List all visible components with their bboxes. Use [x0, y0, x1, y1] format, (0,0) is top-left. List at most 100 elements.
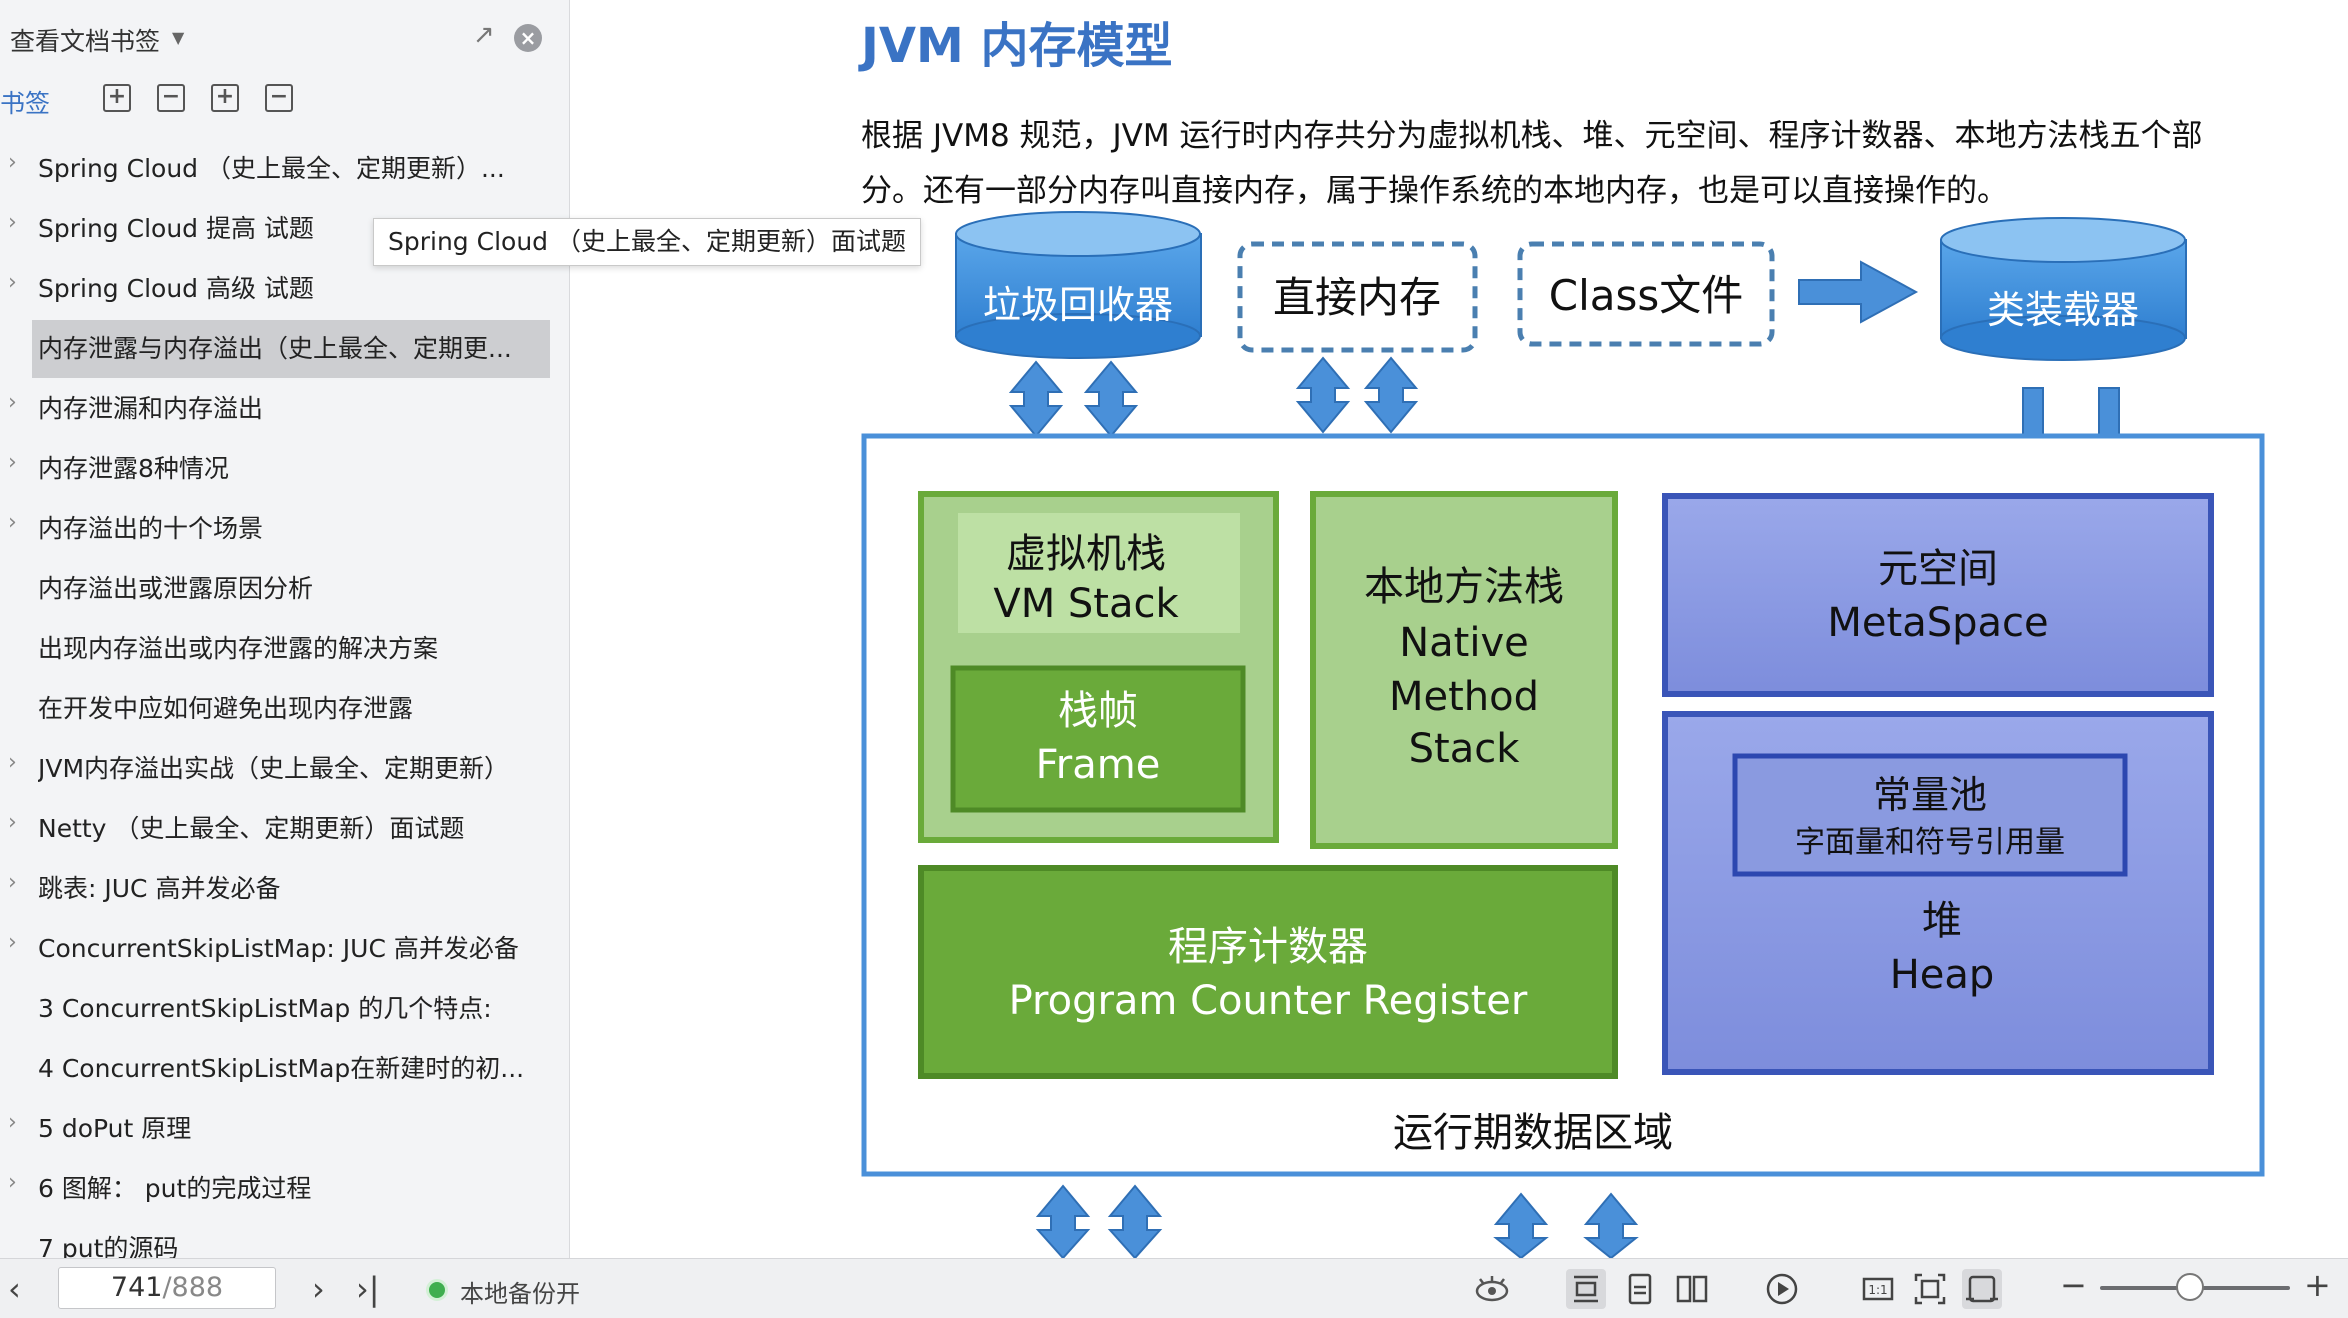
program-counter-box: 程序计数器 Program Counter Register [918, 865, 1618, 1079]
selection-highlight [32, 320, 550, 378]
single-page-view-icon[interactable] [1566, 1269, 1606, 1309]
direct-memory-box: 直接内存 [1237, 241, 1478, 353]
chevron-right-icon[interactable]: › [8, 510, 17, 535]
actual-size-icon[interactable]: 1:1 [1858, 1269, 1898, 1309]
sidebar-title[interactable]: 查看文档书签 [10, 27, 161, 56]
const-pool-cn: 常量池 [1873, 773, 1987, 817]
last-page-icon[interactable]: ›| [356, 1270, 380, 1308]
two-page-view-icon[interactable] [1672, 1269, 1712, 1309]
bookmark-item[interactable]: › JVM内存溢出实战（史上最全、定期更新） [0, 740, 569, 788]
backup-status-label[interactable]: 本地备份开 [460, 1280, 580, 1308]
bookmark-item-label: 7 put的源码 [38, 1234, 179, 1258]
bookmark-item[interactable]: ›ConcurrentSkipListMap: JUC 高并发必备 [0, 920, 569, 968]
zoom-out-button[interactable]: − [2060, 1266, 2087, 1304]
bookmark-item[interactable]: 4 ConcurrentSkipListMap在新建时的初... [0, 1040, 569, 1088]
class-file-box: Class文件 [1517, 241, 1775, 347]
close-icon[interactable]: × [514, 24, 542, 52]
class-file-label: Class文件 [1549, 271, 1744, 320]
chevron-right-icon[interactable]: › [8, 930, 17, 955]
bookmark-item[interactable]: ›Spring Cloud 提高 试题 [0, 200, 569, 248]
pc-cn: 程序计数器 [1168, 924, 1368, 970]
status-bar: ‹ 741/888 › ›| 本地备份开 1:1 − + [0, 1258, 2348, 1318]
chevron-right-icon[interactable]: › [8, 750, 17, 775]
bookmark-item[interactable]: ›内存泄露8种情况 [0, 440, 569, 488]
next-page-icon[interactable]: › [312, 1270, 325, 1308]
bookmark-item-label: 6 图解： put的完成过程 [38, 1174, 312, 1203]
bookmark-item[interactable]: ›内存泄漏和内存溢出 [0, 380, 569, 428]
page-title: JVM 内存模型 [861, 18, 1173, 74]
total-pages: /888 [162, 1272, 224, 1303]
collapse-all-icon[interactable]: − [157, 84, 185, 112]
metaspace-en: MetaSpace [1827, 600, 2048, 646]
fit-width-icon[interactable] [1962, 1269, 2002, 1309]
right-arrow-icon [1798, 260, 1919, 324]
chevron-right-icon[interactable]: › [8, 150, 17, 175]
bookmark-item-label: 5 doPut 原理 [38, 1114, 192, 1143]
bookmark-item[interactable]: 出现内存溢出或内存泄露的解决方案 [0, 620, 569, 668]
bookmark-item[interactable]: 在开发中应如何避免出现内存泄露 [0, 680, 569, 728]
bookmark-sidebar: 查看文档书签 ▼ ↗ × 书签 + − + − ›Spring Cloud （史… [0, 0, 570, 1258]
bookmark-item[interactable]: › 内存溢出的十个场景 [0, 500, 569, 548]
chevron-right-icon[interactable]: › [8, 1170, 17, 1195]
bookmark-item[interactable]: ›Netty （史上最全、定期更新）面试题 [0, 800, 569, 848]
remove-bookmark-icon[interactable]: − [265, 84, 293, 112]
bookmark-item[interactable]: › Spring Cloud 高级 试题 [0, 260, 569, 308]
bookmark-item[interactable]: ›Spring Cloud （史上最全、定期更新）... [0, 140, 569, 188]
heap-box: 常量池 字面量和符号引用量 堆 Heap [1662, 711, 2214, 1075]
continuous-view-icon[interactable] [1620, 1269, 1660, 1309]
paragraph-line: 分。还有一部分内存叫直接内存，属于操作系统的本地内存，也是可以直接操作的。 [861, 173, 2008, 209]
native-en-line: Stack [1409, 726, 1521, 772]
play-icon[interactable] [1762, 1269, 1802, 1309]
eye-protection-icon[interactable] [1472, 1269, 1512, 1309]
jvm-memory-diagram: 垃圾回收器 直接内存 Class文件 类装载器 [861, 211, 2265, 1258]
popout-icon[interactable]: ↗ [473, 20, 495, 50]
page-number-input[interactable]: 741/888 [58, 1267, 276, 1309]
up-down-arrow-icon [1008, 356, 1419, 438]
vm-stack-en: VM Stack [993, 581, 1179, 627]
class-loader-cylinder: 类装载器 [1940, 217, 2187, 361]
up-down-arrow-icon [1035, 1184, 1639, 1258]
bookmark-item-label: 在开发中应如何避免出现内存泄露 [38, 694, 414, 723]
const-pool-sub: 字面量和符号引用量 [1795, 825, 2065, 860]
bookmark-item-label: JVM内存溢出实战（史上最全、定期更新） [38, 754, 510, 783]
bookmark-item[interactable]: 7 put的源码 [0, 1220, 569, 1258]
paragraph-line: 根据 JVM8 规范，JVM 运行时内存共分为虚拟机栈、堆、元空间、程序计数器、… [861, 118, 2203, 154]
native-stack-box: 本地方法栈 Native Method Stack [1310, 491, 1618, 849]
bookmark-item-label: 内存泄露与内存溢出（史上最全、定期更... [38, 334, 512, 363]
chevron-right-icon[interactable]: › [8, 870, 17, 895]
chevron-right-icon[interactable]: › [8, 1110, 17, 1135]
bookmark-item[interactable]: › 6 图解： put的完成过程 [0, 1160, 569, 1208]
bookmark-item[interactable]: › 跳表: JUC 高并发必备 [0, 860, 569, 908]
add-bookmark-icon[interactable]: + [211, 84, 239, 112]
native-en-line: Method [1389, 674, 1539, 720]
zoom-slider-handle[interactable] [2176, 1273, 2204, 1301]
metaspace-cn: 元空间 [1878, 546, 1998, 592]
runtime-area-label: 运行期数据区域 [1393, 1110, 1673, 1156]
current-page: 741 [110, 1272, 163, 1303]
chevron-down-icon[interactable]: ▼ [172, 28, 185, 47]
prev-page-icon[interactable]: ‹ [8, 1270, 21, 1308]
bookmark-tooltip: Spring Cloud （史上最全、定期更新）面试题 [373, 218, 921, 266]
zoom-in-button[interactable]: + [2304, 1266, 2331, 1304]
expand-all-icon[interactable]: + [103, 84, 131, 112]
fit-page-icon[interactable] [1910, 1269, 1950, 1309]
chevron-right-icon[interactable]: › [8, 450, 17, 475]
bookmark-tab-label[interactable]: 书签 [0, 89, 51, 118]
bookmark-item[interactable]: › 5 doPut 原理 [0, 1100, 569, 1148]
gc-label: 垃圾回收器 [983, 283, 1173, 327]
chevron-right-icon[interactable]: › [8, 810, 17, 835]
frame-cn: 栈帧 [1058, 688, 1138, 734]
chevron-right-icon[interactable]: › [8, 390, 17, 415]
bookmark-item[interactable]: 内存溢出或泄露原因分析 [0, 560, 569, 608]
bookmark-item-label: 3 ConcurrentSkipListMap 的几个特点: [38, 994, 492, 1023]
chevron-right-icon[interactable]: › [8, 270, 17, 295]
heap-en: Heap [1890, 952, 1995, 998]
gc-cylinder: 垃圾回收器 [955, 211, 1202, 359]
bookmark-item-label: 跳表: JUC 高并发必备 [38, 874, 281, 903]
chevron-right-icon[interactable]: › [8, 210, 17, 235]
bookmark-item[interactable]: 3 ConcurrentSkipListMap 的几个特点: [0, 980, 569, 1028]
direct-memory-label: 直接内存 [1273, 273, 1441, 322]
bookmark-item-label: Spring Cloud 高级 试题 [38, 274, 314, 303]
bookmark-item-label: 内存溢出的十个场景 [38, 514, 264, 543]
bookmark-item[interactable]: 内存泄露与内存溢出（史上最全、定期更... [0, 320, 569, 378]
